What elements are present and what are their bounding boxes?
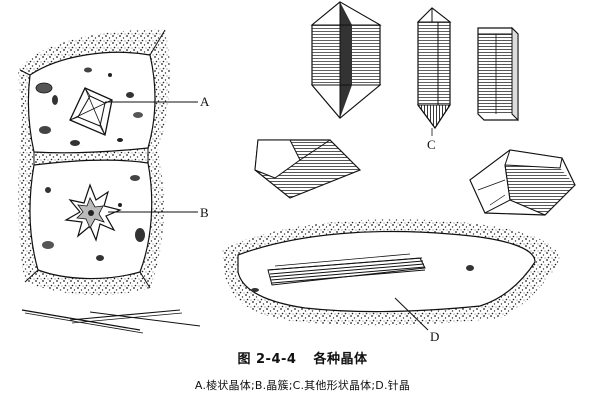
crystal-figure: A B C D — [18, 1, 576, 344]
figure-caption-title: 图 2-4-4 各种晶体 — [0, 348, 605, 367]
crystal-c-bipyramid — [310, 1, 382, 119]
crystal-c-block — [469, 149, 576, 216]
crystal-d-cell — [222, 219, 560, 331]
crystal-c-column — [477, 26, 519, 122]
figure-number: 图 2-4-4 — [237, 352, 297, 367]
label-a: A — [200, 94, 210, 109]
crystal-c-group — [254, 1, 576, 216]
crystal-b-druse — [64, 183, 122, 242]
figure-legend: A.棱状晶体;B.晶簇;C.其他形状晶体;D.针晶 — [194, 379, 411, 392]
label-b: B — [200, 205, 209, 220]
label-d: D — [430, 329, 440, 344]
leader-line-d — [394, 297, 429, 331]
crystal-c-slab — [254, 139, 362, 199]
figure-title: 各种晶体 — [313, 352, 368, 367]
crystal-a-prism — [69, 87, 113, 136]
crystal-c-pencil — [416, 7, 452, 130]
loose-needles — [21, 309, 201, 334]
raphide-bundle — [267, 253, 426, 286]
label-c: C — [427, 137, 436, 152]
left-cells — [18, 29, 201, 334]
